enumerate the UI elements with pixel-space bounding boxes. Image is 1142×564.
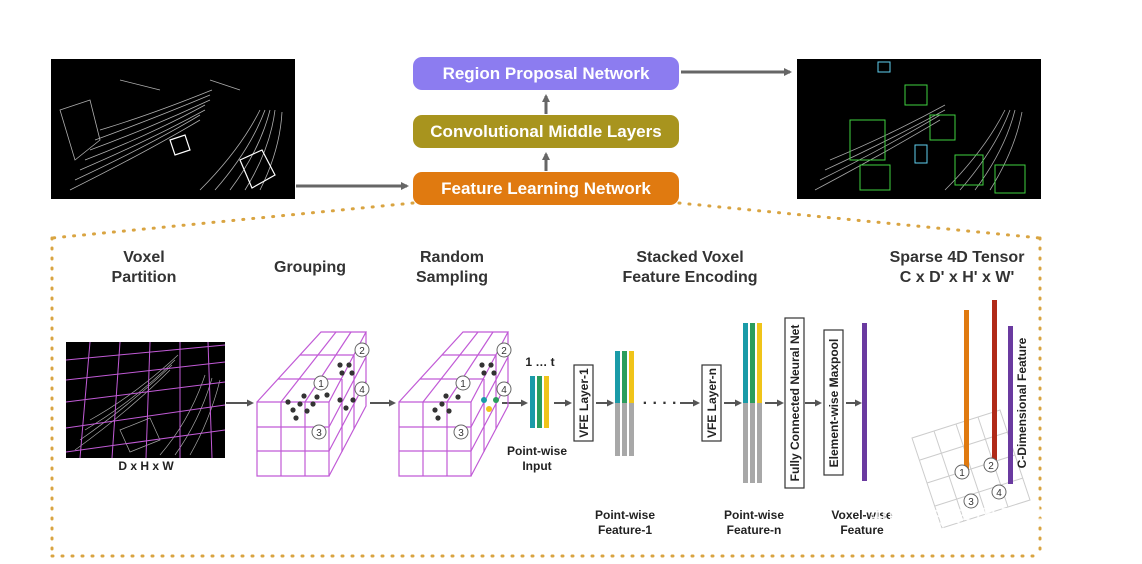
rpn-box <box>413 57 679 90</box>
fln-label: Feature Learning Network <box>441 179 651 198</box>
tensor-circle-1: 1 <box>959 468 965 479</box>
voxel-wise-feature-bar <box>862 323 867 481</box>
c-dim-feature-label: C-Dimensional Feature <box>1015 337 1029 468</box>
voxel-wise-feature-label-2: Feature <box>840 523 884 537</box>
output-detection-image <box>797 59 1041 199</box>
grouping-voxel-grid: 1 2 3 4 <box>256 331 370 477</box>
sampling-circle-4: 4 <box>501 385 507 396</box>
tensor-circle-4: 4 <box>996 488 1002 499</box>
input-point-cloud-image <box>51 59 295 199</box>
heading-svfe-2: Feature Encoding <box>622 269 757 286</box>
fln-box <box>413 172 679 205</box>
voxel-wise-feature-label-1: Voxel-wise <box>831 508 892 522</box>
sampling-circle-2: 2 <box>501 346 507 357</box>
tensor-circle-3: 3 <box>968 497 974 508</box>
cml-box <box>413 115 679 148</box>
tensor-circle-2: 2 <box>988 461 994 472</box>
heading-voxel-partition-2: Partition <box>112 269 177 286</box>
heading-voxel-partition-1: Voxel <box>123 249 165 266</box>
pw-feature-n-label-2: Feature-n <box>727 523 782 537</box>
random-sampling-voxel-grid: 1 2 3 4 <box>398 331 512 477</box>
pw-feature-1-label-2: Feature-1 <box>598 523 652 537</box>
vfe-layer-n-box <box>701 364 722 442</box>
sparse-tensor-grid: 1 2 3 4 <box>911 300 1031 529</box>
point-wise-feature-n-bars <box>743 323 762 483</box>
point-wise-input-bars <box>530 376 549 428</box>
pw-feature-1-label-1: Point-wise <box>595 508 655 522</box>
point-wise-feature-1-bars <box>615 351 634 456</box>
sampling-circle-1: 1 <box>460 379 466 390</box>
heading-sparse-tensor-2: C x D' x H' x W' <box>900 269 1015 286</box>
grouping-circle-2: 2 <box>359 346 365 357</box>
voxel-partition-image <box>65 341 226 459</box>
maxpool-label: Element-wise Maxpool <box>827 339 841 468</box>
vfe-layer-n-label: VFE Layer-n <box>705 368 719 438</box>
point-wise-input-label-2: Input <box>522 459 551 473</box>
heading-random-sampling-1: Random <box>420 249 484 266</box>
grouping-circle-1: 1 <box>318 379 324 390</box>
heading-svfe-1: Stacked Voxel <box>636 249 743 266</box>
maxpool-box <box>823 329 844 476</box>
fcnn-box <box>784 317 805 489</box>
heading-random-sampling-2: Sampling <box>416 269 488 286</box>
vfe-layer-1-label: VFE Layer-1 <box>577 368 591 438</box>
sampling-circle-3: 3 <box>458 428 464 439</box>
one-to-t-label: 1 … t <box>525 355 554 369</box>
watermark: 知乎 @梦里寻梦 <box>870 505 1046 533</box>
vfe-layer-1-box <box>573 364 594 442</box>
detail-dotted-border <box>50 201 1042 558</box>
fcnn-label: Fully Connected Neural Net <box>788 325 802 482</box>
grouping-circle-3: 3 <box>316 428 322 439</box>
cml-label: Convolutional Middle Layers <box>430 122 661 141</box>
heading-sparse-tensor-1: Sparse 4D Tensor <box>890 249 1025 266</box>
pw-feature-n-label-1: Point-wise <box>724 508 784 522</box>
point-wise-input-label-1: Point-wise <box>507 444 567 458</box>
heading-grouping: Grouping <box>274 259 346 276</box>
rpn-label: Region Proposal Network <box>443 64 650 83</box>
ellipsis-dots: · · · · <box>643 395 678 412</box>
dims-label: D x H x W <box>118 459 174 473</box>
grouping-circle-4: 4 <box>359 385 365 396</box>
